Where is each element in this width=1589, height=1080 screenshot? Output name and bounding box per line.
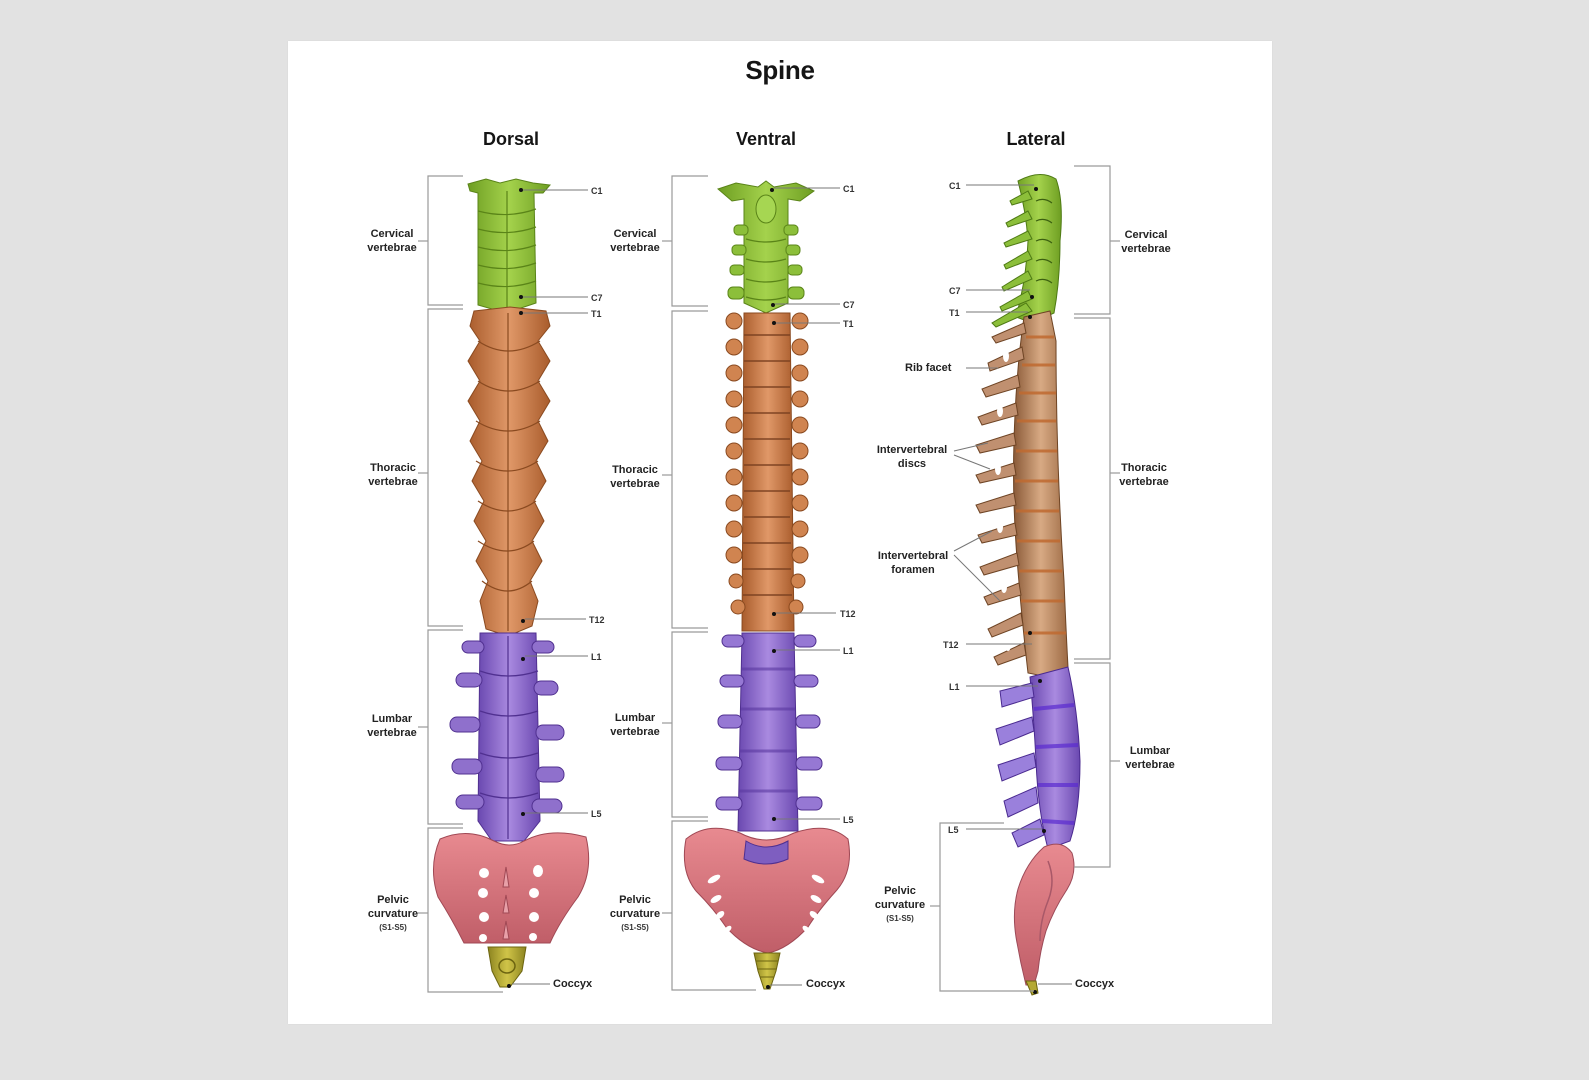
spine-diagram-card: Spine Dorsal Ventral Lateral xyxy=(288,41,1272,1024)
dorsal-cervical-label: Cervical vertebrae xyxy=(367,227,417,255)
ventral-lumbar xyxy=(715,632,823,832)
label-line: Lumbar xyxy=(371,713,413,725)
lateral-intervertebral-foramen-label: Intervertebral foramen xyxy=(878,549,948,577)
page-title: Spine xyxy=(745,55,815,85)
dorsal-marker-c7: C7 xyxy=(591,293,603,303)
lateral-marker-t12: T12 xyxy=(943,640,959,650)
ventral-marker-coccyx: Coccyx xyxy=(806,978,846,990)
label-line: vertebrae xyxy=(367,727,417,739)
spine-illustration xyxy=(418,165,1120,996)
view-title-dorsal: Dorsal xyxy=(482,129,540,149)
dorsal-marker-c1: C1 xyxy=(591,186,603,196)
ventral-thoracic-label: Thoracic vertebrae xyxy=(610,463,660,491)
dorsal-spine xyxy=(418,175,590,993)
lateral-rib-facet-label: Rib facet xyxy=(905,362,952,374)
label-line: Pelvic xyxy=(619,894,651,906)
ventral-marker-c1: C1 xyxy=(843,184,855,194)
ventral-marker-l1: L1 xyxy=(843,646,854,656)
label-line: Intervertebral xyxy=(877,550,949,562)
ventral-lumbar-label: Lumbar vertebrae xyxy=(610,711,660,739)
label-line: Lumbar xyxy=(614,712,656,724)
dorsal-marker-t1: T1 xyxy=(591,309,602,319)
label-line: foramen xyxy=(891,564,935,576)
lateral-thoracic xyxy=(975,310,1069,678)
label-line: Intervertebral xyxy=(876,444,948,456)
lateral-cervical xyxy=(991,174,1062,328)
label-line: Pelvic xyxy=(884,885,916,897)
label-line: vertebrae xyxy=(1121,243,1171,255)
lateral-marker-coccyx: Coccyx xyxy=(1075,978,1115,990)
dorsal-sacrum xyxy=(433,832,590,988)
dorsal-pelvic-label: Pelvic curvature (S1-S5) xyxy=(368,893,418,935)
ventral-sacrum xyxy=(683,827,850,990)
ventral-marker-t12: T12 xyxy=(840,609,856,619)
lateral-marker-l5: L5 xyxy=(948,825,959,835)
label-line: discs xyxy=(897,458,927,470)
ventral-marker-l5: L5 xyxy=(843,815,854,825)
dorsal-marker-l5: L5 xyxy=(591,809,602,819)
label-line: vertebrae xyxy=(610,478,660,490)
dorsal-lumbar xyxy=(449,632,565,842)
lateral-marker-c7: C7 xyxy=(949,286,961,296)
label-line: vertebrae xyxy=(368,476,418,488)
lateral-sacrum xyxy=(1013,843,1075,996)
ventral-cervical-label: Cervical vertebrae xyxy=(610,227,660,255)
label-line: curvature xyxy=(367,908,419,920)
dorsal-marker-t12: T12 xyxy=(589,615,605,625)
ventral-marker-t1: T1 xyxy=(843,319,854,329)
label-sub: (S1-S5) xyxy=(379,923,407,932)
lateral-spine xyxy=(930,165,1120,996)
ventral-thoracic xyxy=(725,312,809,632)
label-sub: (S1-S5) xyxy=(886,914,914,923)
label-line: Cervical xyxy=(1124,229,1168,241)
label-line: Lumbar xyxy=(1129,745,1171,757)
lateral-thoracic-label: Thoracic vertebrae xyxy=(1119,461,1169,489)
lateral-marker-l1: L1 xyxy=(949,682,960,692)
dorsal-thoracic xyxy=(467,306,551,637)
lateral-marker-t1: T1 xyxy=(949,308,960,318)
label-line: vertebrae xyxy=(1125,759,1175,771)
view-title-ventral: Ventral xyxy=(735,129,797,149)
label-sub: (S1-S5) xyxy=(621,923,649,932)
dorsal-thoracic-label: Thoracic vertebrae xyxy=(368,461,418,489)
dorsal-cervical xyxy=(467,178,552,314)
label-line: Thoracic xyxy=(1121,462,1167,474)
dorsal-marker-coccyx: Coccyx xyxy=(553,978,593,990)
label-line: Thoracic xyxy=(612,464,658,476)
lateral-pelvic-label: Pelvic curvature (S1-S5) xyxy=(875,884,925,926)
label-line: vertebrae xyxy=(1119,476,1169,488)
lateral-cervical-label: Cervical vertebrae xyxy=(1121,228,1171,256)
ventral-cervical xyxy=(717,180,816,314)
label-line: Cervical xyxy=(370,228,414,240)
ventral-spine xyxy=(662,175,850,991)
label-line: vertebrae xyxy=(610,242,660,254)
lateral-marker-c1: C1 xyxy=(949,181,961,191)
ventral-marker-c7: C7 xyxy=(843,300,855,310)
label-line: curvature xyxy=(874,899,926,911)
dorsal-marker-l1: L1 xyxy=(591,652,602,662)
dorsal-lumbar-label: Lumbar vertebrae xyxy=(367,712,417,740)
label-line: Thoracic xyxy=(370,462,416,474)
label-line: vertebrae xyxy=(610,726,660,738)
label-line: Pelvic xyxy=(377,894,409,906)
ventral-pelvic-label: Pelvic curvature (S1-S5) xyxy=(610,893,660,935)
lateral-intervertebral-discs-label: Intervertebral discs xyxy=(877,443,947,471)
label-line: Cervical xyxy=(613,228,657,240)
lateral-lumbar-label: Lumbar vertebrae xyxy=(1125,744,1175,772)
lateral-lumbar xyxy=(995,666,1081,850)
label-line: vertebrae xyxy=(367,242,417,254)
label-line: curvature xyxy=(609,908,661,920)
view-title-lateral: Lateral xyxy=(1006,129,1066,149)
